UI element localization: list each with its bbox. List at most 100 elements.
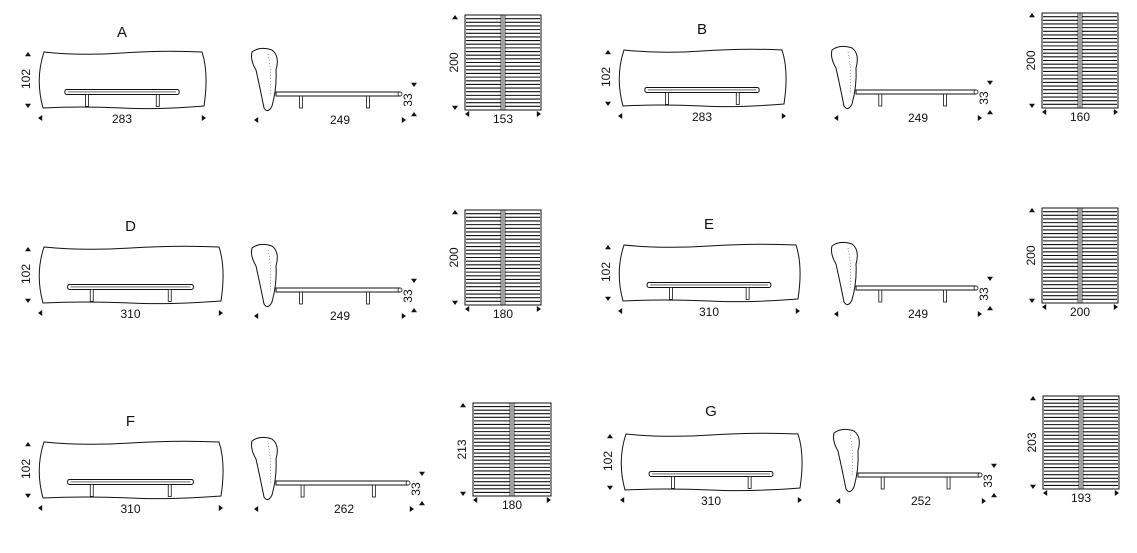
dimension-arrow xyxy=(254,506,259,512)
leg xyxy=(735,92,740,105)
dimension-arrow xyxy=(25,298,31,303)
headboard-outline xyxy=(618,243,801,303)
dimension-arrow xyxy=(605,296,611,301)
dimension-arrow xyxy=(797,497,802,503)
leg xyxy=(371,484,376,498)
side-height-label: 33 xyxy=(977,287,991,301)
dimension-arrow xyxy=(987,306,993,311)
headboard-cushion xyxy=(251,436,278,501)
dimension-arrow xyxy=(987,110,993,115)
headboard-cushion xyxy=(833,428,860,493)
dimension-arrow xyxy=(618,113,623,119)
headboard-cushion xyxy=(831,45,858,110)
leg xyxy=(878,289,883,303)
dimension-arrow xyxy=(254,117,259,123)
cushion-seam xyxy=(267,249,271,293)
dimension-arrow xyxy=(1029,103,1035,108)
front-height-label: 102 xyxy=(599,67,613,87)
dimension-arrow xyxy=(401,313,406,319)
dimension-arrow xyxy=(977,115,982,121)
dimension-arrow xyxy=(1042,304,1047,310)
front-height-label: 102 xyxy=(601,451,615,471)
dimension-arrow xyxy=(465,111,470,117)
dimension-arrow xyxy=(409,506,414,512)
dimension-arrow xyxy=(1043,490,1048,496)
dimension-arrow xyxy=(607,485,613,490)
dimension-arrow xyxy=(981,498,986,504)
dimension-arrow xyxy=(452,210,458,215)
dimension-arrow xyxy=(38,115,43,121)
leg xyxy=(745,287,750,300)
side-rail xyxy=(857,472,981,478)
dimension-arrow xyxy=(452,15,458,20)
cushion-seam xyxy=(847,247,851,291)
front-width-label: 310 xyxy=(699,305,719,319)
side-length-label: 252 xyxy=(911,494,931,508)
slat-length-label: 200 xyxy=(1024,50,1038,70)
dimension-arrow xyxy=(218,310,223,316)
cushion-seam xyxy=(267,442,271,486)
cushion-seam xyxy=(847,51,851,95)
headboard-outline xyxy=(620,432,803,492)
leg xyxy=(85,94,89,107)
leg xyxy=(167,289,172,302)
dimension-arrow xyxy=(25,52,31,57)
dimension-arrow xyxy=(411,112,417,117)
dimension-arrow xyxy=(1030,484,1036,489)
dimension-arrow xyxy=(419,471,425,476)
dimension-arrow xyxy=(218,505,223,511)
dimension-arrow xyxy=(620,497,625,503)
dimension-arrow xyxy=(411,82,417,87)
side-rail xyxy=(275,91,401,97)
variant-label: G xyxy=(705,403,717,420)
dimension-arrow xyxy=(977,311,982,317)
front-width-label: 283 xyxy=(692,110,712,124)
front-height-label: 102 xyxy=(599,262,613,282)
side-height-label: 33 xyxy=(401,93,415,107)
side-rail xyxy=(855,285,977,291)
dimension-arrow xyxy=(25,442,31,447)
front-width-label: 310 xyxy=(701,494,721,508)
slat-width-label: 153 xyxy=(493,112,513,126)
dimension-arrow xyxy=(546,497,551,503)
slat-length-label: 203 xyxy=(1025,432,1039,452)
dimension-arrow xyxy=(411,308,417,313)
dimension-arrow xyxy=(1029,298,1035,303)
front-height-label: 102 xyxy=(19,264,33,284)
slat-width-label: 180 xyxy=(493,307,513,321)
leg xyxy=(89,289,94,302)
dimension-arrow xyxy=(987,80,993,85)
dimension-arrow xyxy=(834,115,839,121)
slat-length-label: 200 xyxy=(447,52,461,72)
dimension-arrow xyxy=(605,245,611,250)
slat-length-label: 200 xyxy=(447,247,461,267)
dimension-arrow xyxy=(1113,109,1118,115)
dimension-arrow xyxy=(1029,13,1035,18)
leg xyxy=(89,484,94,497)
side-rail xyxy=(275,287,401,293)
side-height-label: 33 xyxy=(977,91,991,105)
side-height-label: 33 xyxy=(409,482,423,496)
dimension-arrow xyxy=(1114,490,1119,496)
front-width-label: 310 xyxy=(120,307,140,321)
rail-end-cap xyxy=(397,91,403,97)
dimension-arrow xyxy=(25,247,31,252)
leg xyxy=(946,476,951,490)
side-length-label: 249 xyxy=(330,113,350,127)
front-height-label: 102 xyxy=(19,69,33,89)
leg xyxy=(299,291,303,305)
slat-length-label: 200 xyxy=(1024,245,1038,265)
headboard-cushion xyxy=(831,241,858,306)
leg xyxy=(299,95,303,109)
dimension-arrow xyxy=(201,115,206,121)
